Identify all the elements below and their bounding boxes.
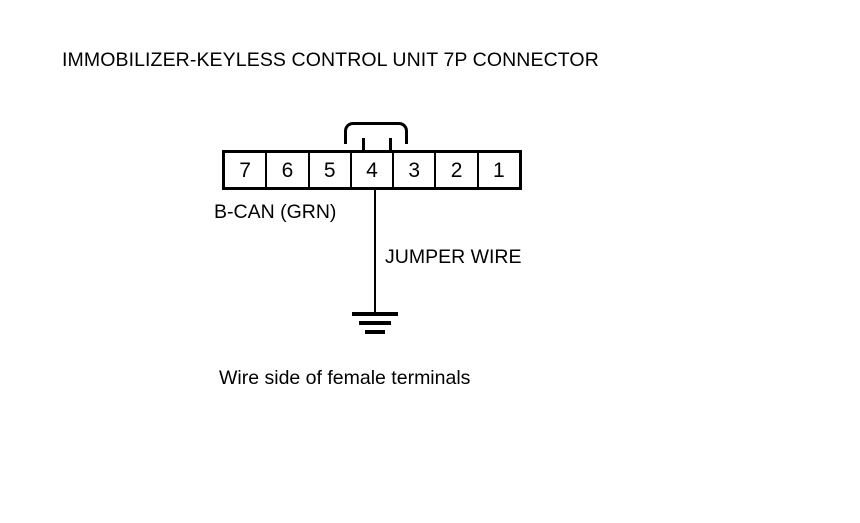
jumper-wire-line — [374, 190, 376, 312]
page-title: IMMOBILIZER-KEYLESS CONTROL UNIT 7P CONN… — [62, 49, 599, 71]
diagram-caption: Wire side of female terminals — [219, 367, 471, 389]
connector-pin-3: 3 — [394, 153, 437, 187]
connector-latch-stem-icon — [362, 138, 392, 152]
connector-pin-5: 5 — [309, 153, 352, 187]
connector-pin-6: 6 — [267, 153, 310, 187]
circuit-label-b-can: B-CAN (GRN) — [214, 201, 337, 223]
connector-assembly: 7 6 5 4 3 2 1 — [222, 122, 522, 190]
connector-pin-2: 2 — [436, 153, 479, 187]
earth-ground-icon-bar-2 — [359, 321, 391, 325]
connector-pin-4: 4 — [351, 153, 395, 187]
connector-terminal-box: 7 6 5 4 3 2 1 — [222, 150, 522, 190]
jumper-wire-label: JUMPER WIRE — [385, 246, 522, 268]
earth-ground-icon-bar-3 — [365, 330, 385, 334]
connector-pin-1: 1 — [478, 153, 519, 187]
connector-pin-7: 7 — [225, 153, 268, 187]
earth-ground-icon-bar-1 — [352, 312, 398, 316]
